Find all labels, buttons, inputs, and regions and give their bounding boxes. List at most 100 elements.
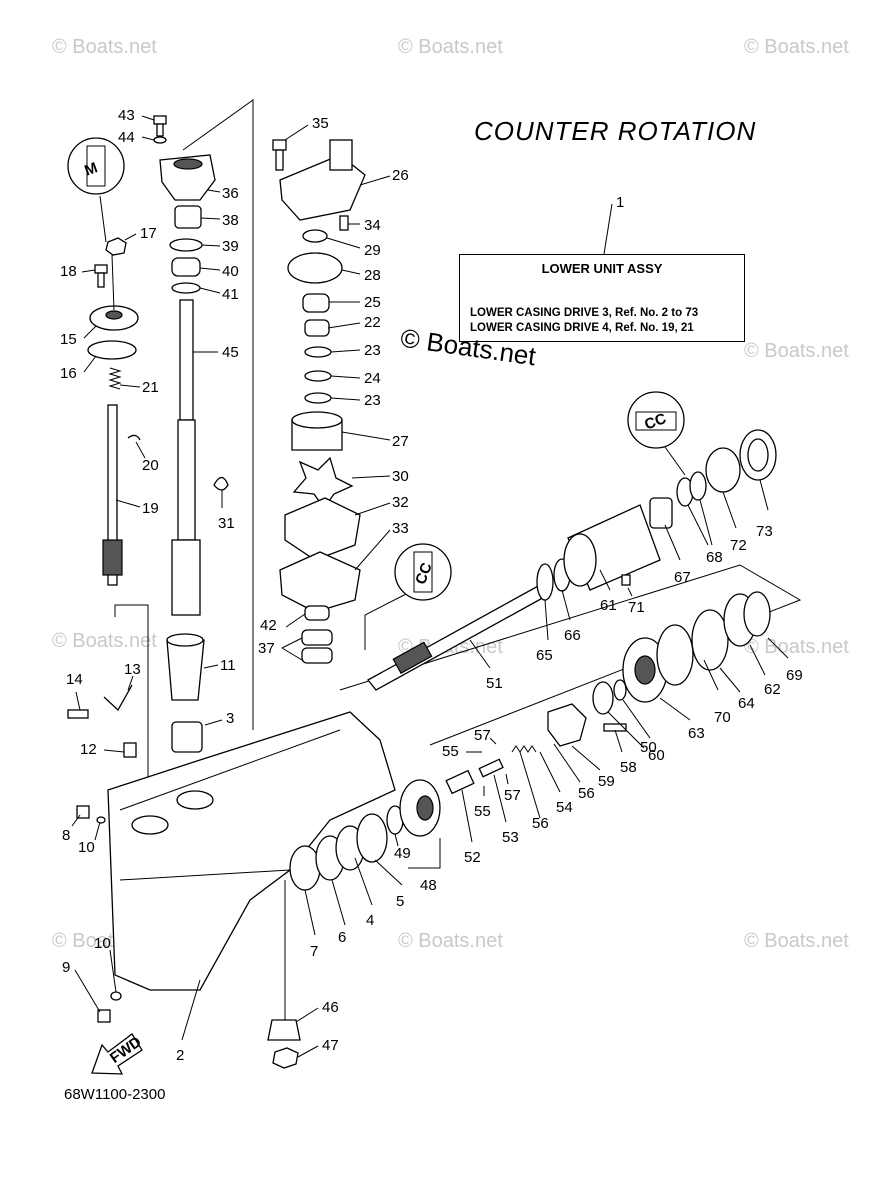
part-13-lever bbox=[103, 684, 133, 712]
part-12-bolt bbox=[123, 742, 137, 758]
part-number-label: 63 bbox=[688, 725, 705, 742]
fwd-arrow: FWD bbox=[91, 1033, 145, 1075]
part-33-gasket bbox=[279, 551, 361, 613]
part-30-impeller bbox=[292, 456, 354, 510]
part-number-label: 57 bbox=[504, 787, 521, 804]
part-16-oring bbox=[87, 340, 137, 360]
part-number-label: 35 bbox=[312, 115, 329, 132]
part-51-propeller-shaft bbox=[367, 584, 549, 691]
part-5-bearing bbox=[356, 813, 388, 863]
part-50-washer bbox=[613, 679, 627, 701]
part-number-label: 56 bbox=[578, 785, 595, 802]
m-label: M bbox=[82, 159, 100, 179]
part-number-label: 22 bbox=[364, 314, 381, 331]
part-48-gear bbox=[399, 779, 441, 837]
part-number-label: 73 bbox=[756, 523, 773, 540]
part-19-shift-rod bbox=[102, 404, 123, 586]
part-40-seal bbox=[171, 257, 201, 277]
diagram-code: 68W1100-2300 bbox=[64, 1086, 166, 1103]
part-number-label: 3 bbox=[226, 710, 234, 727]
part-number-label: 18 bbox=[60, 263, 77, 280]
part-17-nut bbox=[105, 237, 127, 256]
part-9-bolt bbox=[97, 1009, 111, 1023]
cc-label: CC bbox=[412, 560, 435, 586]
part-2-lower-casing bbox=[107, 711, 396, 991]
cc-label: CC bbox=[642, 410, 668, 433]
part-number-label: 16 bbox=[60, 365, 77, 382]
part-number-label: 1 bbox=[616, 194, 624, 211]
part-18-bolt bbox=[94, 264, 108, 288]
part-29-oring bbox=[302, 229, 328, 243]
part-number-label: 37 bbox=[258, 640, 275, 657]
part-54-spring bbox=[511, 745, 537, 753]
part-number-label: 50 bbox=[640, 739, 657, 756]
part-34-pin bbox=[339, 215, 349, 231]
watermark: © Boats.net bbox=[398, 36, 503, 58]
part-number-label: 56 bbox=[532, 815, 549, 832]
part-number-label: 71 bbox=[628, 599, 645, 616]
part-number-label: 69 bbox=[786, 667, 803, 684]
part-72-ring bbox=[705, 447, 741, 493]
part-number-label: 72 bbox=[730, 537, 747, 554]
part-number-label: 19 bbox=[142, 500, 159, 517]
part-number-label: 33 bbox=[392, 520, 409, 537]
part-number-label: 46 bbox=[322, 999, 339, 1016]
part-53-pin bbox=[478, 758, 504, 778]
part-42-seal bbox=[304, 605, 330, 621]
part-number-label: 38 bbox=[222, 212, 239, 229]
watermark: © Boats.net bbox=[744, 340, 849, 362]
part-71-pin bbox=[621, 574, 631, 586]
part-32-plate bbox=[284, 497, 361, 561]
part-37-bearing bbox=[301, 629, 333, 664]
part-number-label: 30 bbox=[392, 468, 409, 485]
part-36-housing bbox=[159, 154, 216, 201]
part-43-bolt bbox=[153, 115, 167, 137]
cc-marker-right: CC bbox=[627, 391, 685, 449]
part-14-screw bbox=[67, 709, 89, 719]
part-number-label: 28 bbox=[364, 267, 381, 284]
part-number-label: 9 bbox=[62, 959, 70, 976]
part-number-label: 32 bbox=[392, 494, 409, 511]
part-11-sleeve bbox=[166, 633, 205, 701]
part-35-bolt bbox=[272, 139, 287, 171]
part-58-pin bbox=[603, 723, 627, 732]
part-41-ring bbox=[171, 282, 201, 294]
part-number-label: 21 bbox=[142, 379, 159, 396]
part-number-label: 31 bbox=[218, 515, 235, 532]
assembly-box: LOWER UNIT ASSY LOWER CASING DRIVE 3, Re… bbox=[459, 254, 745, 342]
part-number-label: 55 bbox=[474, 803, 491, 820]
cc-marker-center: CC bbox=[394, 543, 452, 601]
part-22-insert bbox=[304, 319, 330, 337]
part-number-label: 55 bbox=[442, 743, 459, 760]
assembly-line-1: LOWER CASING DRIVE 3, Ref. No. 2 to 73 bbox=[470, 307, 699, 319]
part-number-label: 49 bbox=[394, 845, 411, 862]
part-7-shim bbox=[289, 845, 321, 891]
part-60-spring bbox=[592, 681, 614, 715]
assembly-header: LOWER UNIT ASSY bbox=[541, 261, 663, 276]
part-number-label: 29 bbox=[364, 242, 381, 259]
part-number-label: 62 bbox=[764, 681, 781, 698]
part-number-label: 23 bbox=[364, 342, 381, 359]
part-45-drive-shaft bbox=[171, 299, 201, 616]
watermark: © Boats.net bbox=[744, 930, 849, 952]
part-15-retainer bbox=[89, 254, 139, 331]
part-number-label: 27 bbox=[392, 433, 409, 450]
part-number-label: 14 bbox=[66, 671, 83, 688]
part-number-label: 65 bbox=[536, 647, 553, 664]
part-26-pump-housing bbox=[279, 139, 366, 221]
part-73-nut bbox=[739, 429, 777, 481]
part-number-label: 64 bbox=[738, 695, 755, 712]
part-number-label: 70 bbox=[714, 709, 731, 726]
part-65-shim bbox=[536, 563, 554, 601]
part-number-label: 15 bbox=[60, 331, 77, 348]
watermark: © Boats.net bbox=[52, 36, 157, 58]
part-number-label: 5 bbox=[396, 893, 404, 910]
part-number-label: 53 bbox=[502, 829, 519, 846]
part-number-label: 44 bbox=[118, 129, 135, 146]
part-39-shim bbox=[169, 238, 203, 252]
part-38-bearing bbox=[174, 205, 202, 229]
part-number-label: 58 bbox=[620, 759, 637, 776]
part-number-label: 57 bbox=[474, 727, 491, 744]
part-number-label: 2 bbox=[176, 1047, 184, 1064]
